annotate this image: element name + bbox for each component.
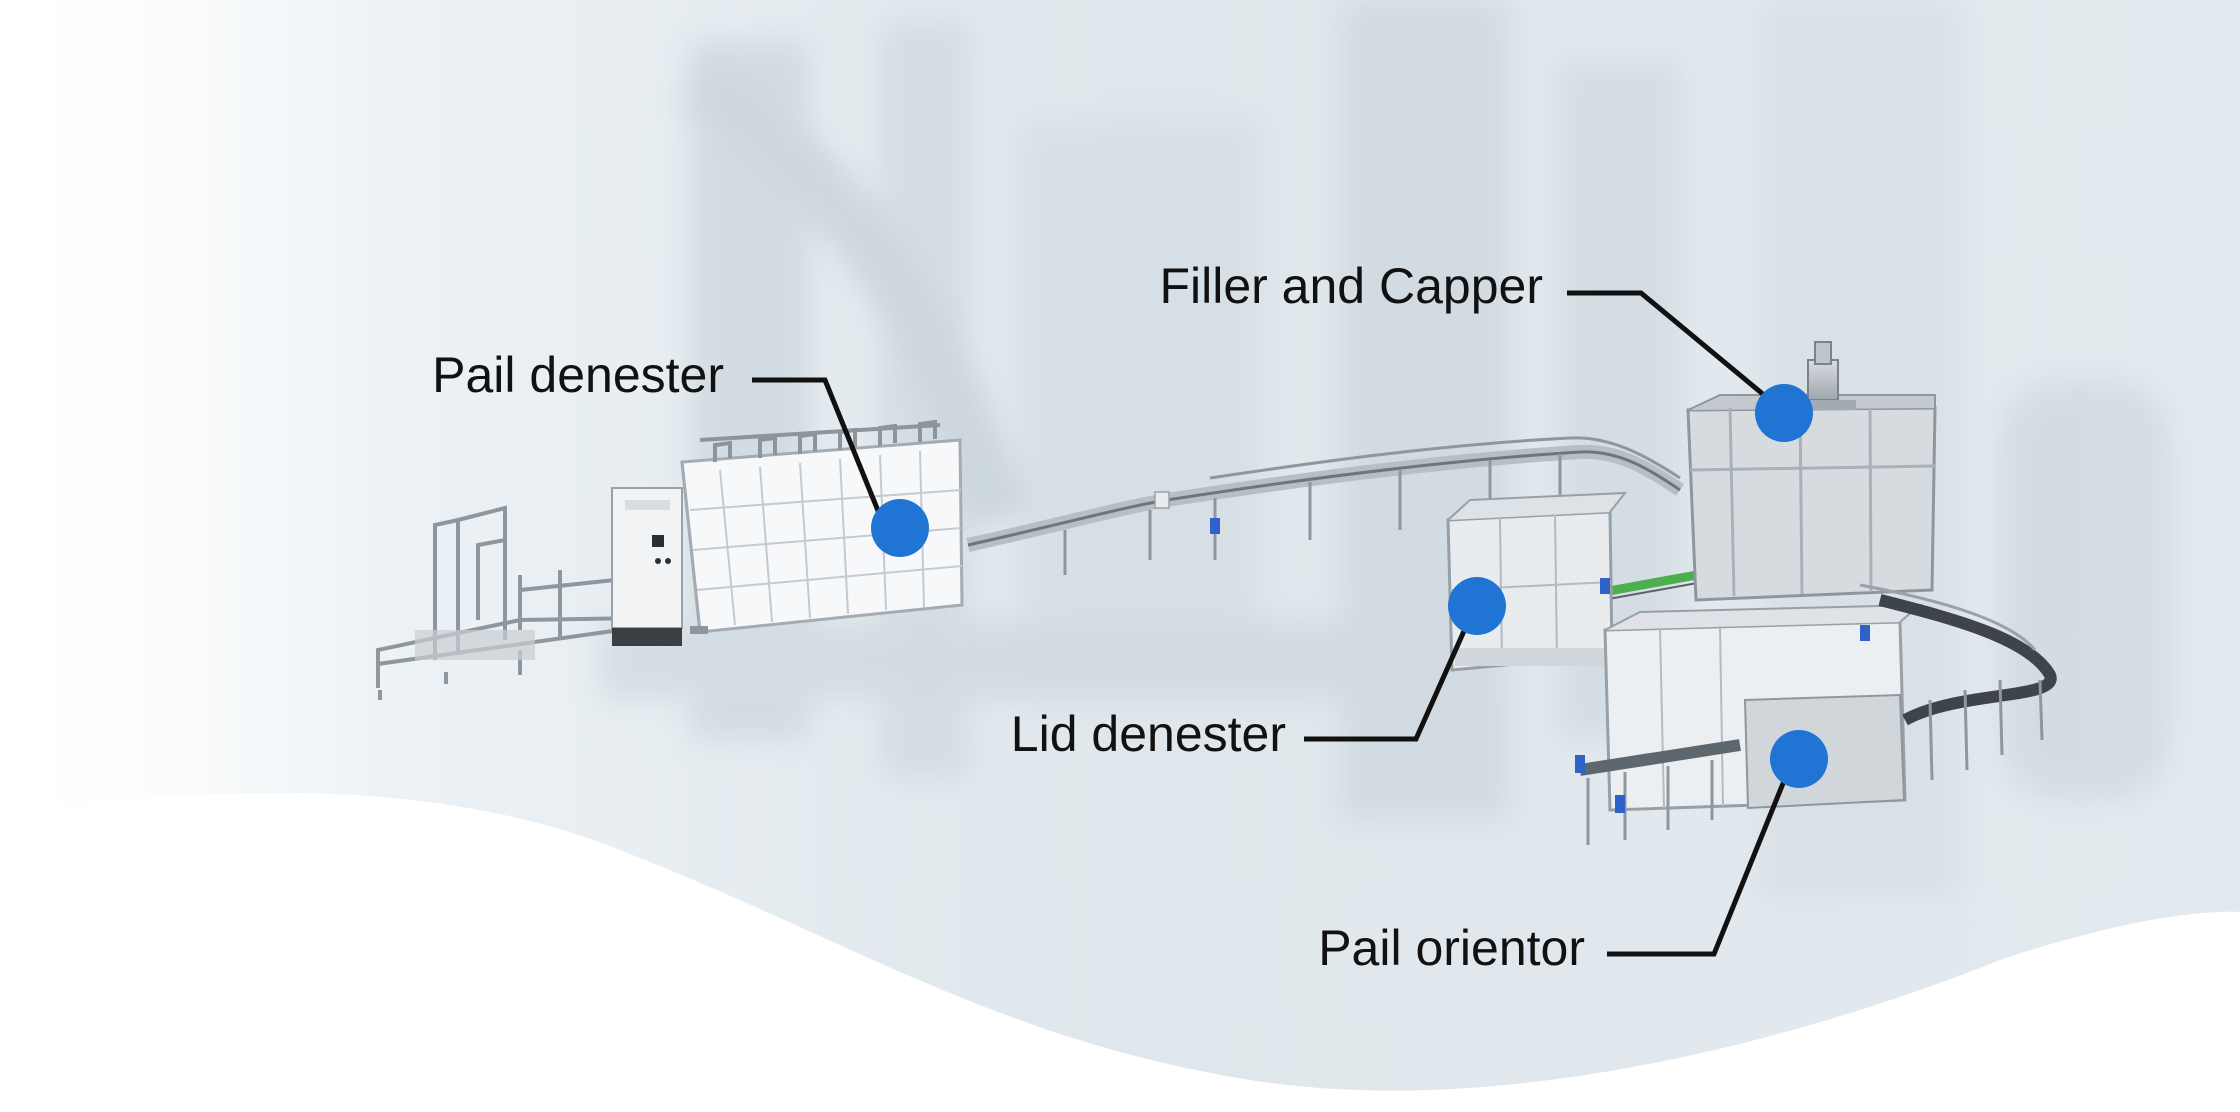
callout-pail-orientor: Pail orientor — [1318, 730, 1828, 976]
leader-line-pail-orientor — [1607, 775, 1789, 957]
leader-line-pail-denester — [752, 377, 888, 529]
leader-line-lid-denester — [1304, 620, 1471, 742]
bottom-wave — [0, 792, 2240, 1112]
label-lid-denester: Lid denester — [1011, 706, 1286, 762]
label-pail-denester: Pail denester — [432, 347, 724, 403]
filler-capper-machine — [1686, 341, 1937, 602]
callout-lid-denester: Lid denester — [1011, 577, 1506, 762]
output-conveyors — [1210, 518, 2057, 845]
callout-filler-and-capper: Filler and Capper — [1159, 258, 1813, 442]
label-filler-and-capper: Filler and Capper — [1159, 258, 1543, 314]
pail-orientor-machine — [1603, 603, 1923, 812]
hotspot-pail-orientor[interactable] — [1770, 730, 1828, 788]
production-line — [376, 341, 2057, 845]
control-cabinet — [611, 487, 683, 646]
callout-pail-denester: Pail denester — [432, 347, 929, 557]
label-pail-orientor: Pail orientor — [1318, 920, 1585, 976]
hotspot-pail-denester[interactable] — [871, 499, 929, 557]
main-conveyor — [966, 436, 1684, 575]
leader-line-filler-and-capper — [1567, 290, 1772, 402]
hotspot-filler-and-capper[interactable] — [1755, 384, 1813, 442]
hotspot-lid-denester[interactable] — [1448, 577, 1506, 635]
